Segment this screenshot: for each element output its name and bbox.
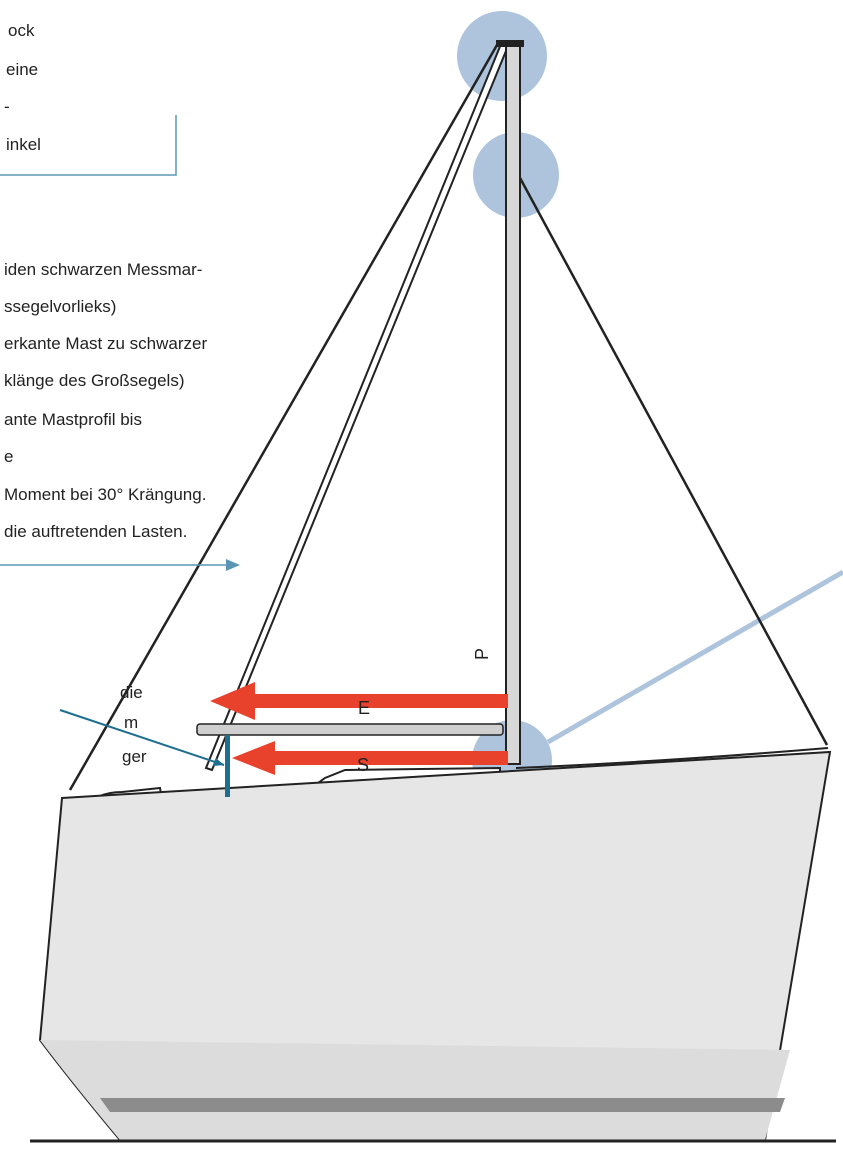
forestay [511,164,829,746]
arrow-e-head [210,682,255,720]
intro-line-1: ock [8,21,35,40]
hull-stripe [100,1098,785,1112]
legend-arrowhead [226,559,240,571]
bottom-note-line-1: die [120,683,143,702]
intro-line-3: - [4,97,10,116]
hull-lower-section [40,1040,790,1140]
arrow-s-head [232,741,275,775]
arrow-e-shaft [250,694,508,708]
jib-foot [515,747,829,769]
legend-line-3: erkante Mast zu schwarzer [4,334,208,353]
legend-line-8: die auftretenden Lasten. [4,522,188,541]
legend-line-7: Moment bei 30° Krängung. [4,485,207,504]
legend-line-5: ante Mastprofil bis [4,410,142,429]
legend-line-6: e [4,447,14,466]
pointer-arrowhead [213,758,224,766]
mast-foot-callout-line [546,569,843,745]
legend-line-2: ssegelvorlieks) [4,297,117,316]
pointer-line [59,709,225,766]
intro-line-2: eine [6,60,39,79]
mast [505,43,521,765]
backstay [68,44,499,791]
bottom-note-line-3: ger [122,747,147,766]
blue-measure-marker [225,735,230,797]
masthead-crane [496,40,524,47]
label-s: S [357,755,369,775]
callout-box-border [0,115,177,176]
legend-line-1: iden schwarzen Messmar- [4,260,203,279]
bottom-note-line-2: m [124,713,139,732]
legend-line-4: klänge des Großsegels) [4,371,185,390]
callout-box-text: inkel [6,135,41,154]
arrow-s-shaft [270,751,508,765]
label-p: P [472,648,492,660]
label-e: E [358,698,370,718]
boom [196,723,504,736]
mainsail-leech [204,42,510,772]
